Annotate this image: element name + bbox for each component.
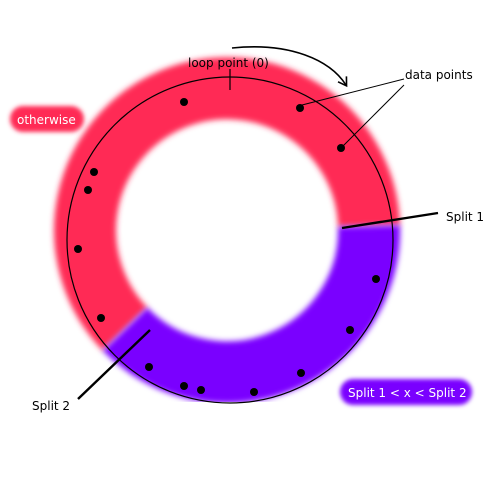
data-points-label: data points xyxy=(405,68,473,82)
between-splits-region-band xyxy=(102,225,401,404)
otherwise-label: otherwise xyxy=(17,113,76,127)
split-1-label: Split 1 xyxy=(446,210,484,224)
between-splits-label: Split 1 < x < Split 2 xyxy=(348,386,467,400)
data-point xyxy=(296,104,304,112)
between-splits-badge xyxy=(340,379,472,405)
otherwise-badge xyxy=(10,106,84,132)
split-2-label: Split 2 xyxy=(32,399,70,413)
data-point xyxy=(180,382,188,390)
data-points-pointer xyxy=(341,84,405,148)
data-point xyxy=(297,369,305,377)
data-point xyxy=(84,186,92,194)
data-point xyxy=(337,144,345,152)
data-point xyxy=(372,275,380,283)
split-2-line xyxy=(77,329,151,400)
split-1-line xyxy=(341,211,439,230)
data-points-pointer xyxy=(301,78,405,106)
loop-point-label: loop point (0) xyxy=(188,56,269,70)
data-point xyxy=(180,98,188,106)
data-points xyxy=(74,98,380,396)
data-point xyxy=(346,326,354,334)
data-point xyxy=(250,388,258,396)
data-point xyxy=(197,386,205,394)
clockwise-arrow-icon xyxy=(231,46,348,88)
data-point xyxy=(97,314,105,322)
data-point xyxy=(90,168,98,176)
data-point xyxy=(74,245,82,253)
data-point xyxy=(145,363,153,371)
